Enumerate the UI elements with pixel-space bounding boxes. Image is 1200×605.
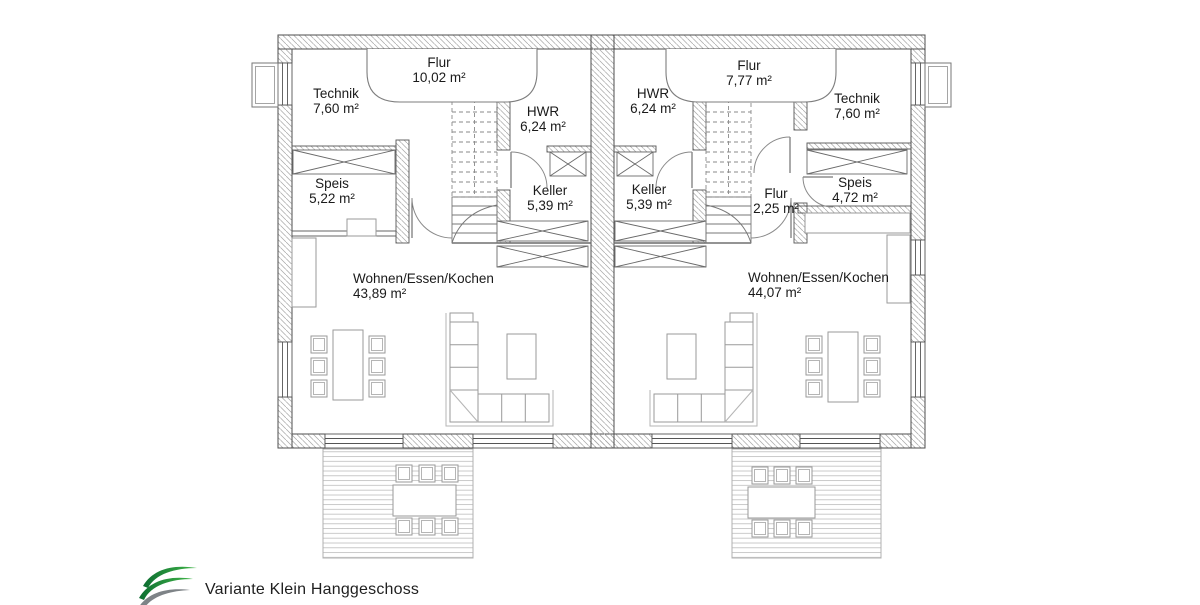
window bbox=[324, 433, 404, 449]
staircase-left bbox=[451, 91, 498, 244]
kitchen-counter bbox=[291, 237, 317, 308]
door-arc bbox=[510, 151, 548, 189]
door-arc bbox=[802, 176, 834, 208]
dining-set-left bbox=[310, 329, 386, 401]
crossed-box bbox=[806, 149, 908, 175]
sofa-left bbox=[445, 312, 554, 427]
staircase-right bbox=[705, 91, 752, 244]
sofa-right bbox=[649, 312, 758, 427]
entry-arc-right bbox=[665, 49, 837, 103]
crossed-box bbox=[614, 220, 707, 242]
entry-arc-left bbox=[366, 49, 538, 103]
crossed-box bbox=[549, 151, 587, 177]
terrace-right bbox=[731, 448, 882, 559]
kitchen-counter bbox=[886, 234, 911, 304]
crossed-box bbox=[614, 245, 707, 268]
party-wall bbox=[590, 34, 615, 449]
crossed-box bbox=[496, 220, 589, 242]
crossed-box bbox=[616, 151, 654, 177]
dining-table bbox=[827, 331, 859, 403]
crossed-box bbox=[292, 149, 396, 175]
coffee-table bbox=[666, 333, 697, 380]
doors bbox=[411, 136, 834, 239]
crossed-box bbox=[496, 245, 589, 268]
window bbox=[651, 433, 733, 449]
door-arc bbox=[753, 136, 791, 174]
coffee-table bbox=[506, 333, 537, 380]
plan-title: Variante Klein Hanggeschoss bbox=[205, 581, 420, 598]
dining-set-right bbox=[805, 331, 881, 403]
window bbox=[910, 341, 926, 398]
sideboard bbox=[804, 212, 911, 234]
counters bbox=[291, 212, 911, 308]
terrace-left bbox=[322, 448, 474, 559]
door-arc bbox=[750, 197, 792, 239]
windows bbox=[277, 62, 926, 449]
window bbox=[910, 239, 926, 276]
outdoor-table bbox=[392, 484, 457, 517]
door-arc bbox=[411, 197, 453, 239]
window bbox=[277, 341, 293, 398]
window bbox=[472, 433, 554, 449]
sideboard bbox=[346, 218, 377, 237]
window bbox=[277, 62, 293, 106]
light-well-boxes bbox=[251, 62, 952, 108]
window bbox=[910, 62, 926, 106]
door-arc bbox=[655, 151, 693, 189]
dining-table bbox=[332, 329, 364, 401]
company-logo-swoosh-icon bbox=[139, 566, 197, 605]
outdoor-table bbox=[747, 486, 816, 519]
window bbox=[799, 433, 881, 449]
entrance-door-arcs bbox=[366, 49, 837, 103]
